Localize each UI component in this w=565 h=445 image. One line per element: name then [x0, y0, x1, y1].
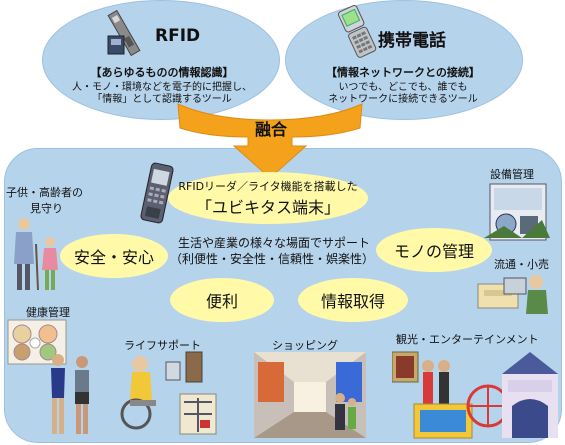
terminal-line2: 「ユビキタス端末」: [195, 198, 340, 217]
distribution-illustration: [477, 275, 548, 314]
fusion-label: 融合: [255, 120, 288, 139]
label-children-line2: 見守り: [30, 202, 63, 215]
center-line1: 生活や産業の様々な場面でサポート: [178, 236, 371, 250]
life-support-illustration: [120, 351, 217, 435]
oval-goods: モノの管理: [376, 228, 492, 272]
terminal-line1: RFIDリーダ／ライタ機能を搭載した: [178, 180, 358, 193]
rfid-desc-line1: 人・モノ・環境などを電子的に把握し、: [72, 82, 252, 93]
center-line2: （利便性・安全性・信頼性・娯楽性）: [170, 252, 375, 266]
label-equipment: 設備管理: [490, 168, 534, 181]
label-distribution: 流通・小売: [494, 258, 549, 271]
handheld-terminal-icon: [140, 162, 174, 224]
fusion-arrow: [177, 103, 363, 179]
equipment-illustration: [484, 183, 550, 241]
rfid-title: RFID: [155, 26, 201, 46]
rfid-tag-icon: [107, 9, 141, 57]
rfid-subtitle: 【あらゆるものの情報認識】: [90, 66, 234, 79]
shopping-illustration: [254, 352, 366, 438]
phone-subtitle: 【情報ネットワークとの接続】: [326, 66, 480, 79]
oval-convenience: 便利: [170, 278, 274, 322]
label-tourism: 観光・エンターテインメント: [396, 333, 539, 346]
phone-title: 携帯電話: [378, 31, 446, 51]
label-shopping: ショッピング: [272, 339, 338, 352]
mobile-phone-icon: [337, 5, 377, 58]
elderly-children-illustration: [14, 218, 58, 291]
athletes-illustration: [51, 354, 89, 434]
phone-desc-line1: いつでも、どこでも、誰でも: [338, 82, 468, 93]
rfid-ellipse: [42, 0, 280, 120]
phone-desc-line2: ネットワークに接続できるツール: [328, 94, 478, 105]
label-children-line1: 子供・高齢者の: [6, 186, 83, 199]
label-health: 健康管理: [26, 306, 70, 319]
terminal-oval: RFIDリーダ／ライタ機能を搭載した 「ユビキタス端末」: [168, 172, 368, 224]
phone-ellipse: [285, 0, 523, 120]
rfid-desc-line2: 「情報」として認識するツール: [92, 94, 232, 105]
label-life-support: ライフサポート: [124, 339, 201, 352]
oval-info: 情報取得: [298, 278, 408, 322]
oval-safety: 安全・安心: [60, 234, 168, 278]
tourism-illustration: [392, 351, 558, 439]
